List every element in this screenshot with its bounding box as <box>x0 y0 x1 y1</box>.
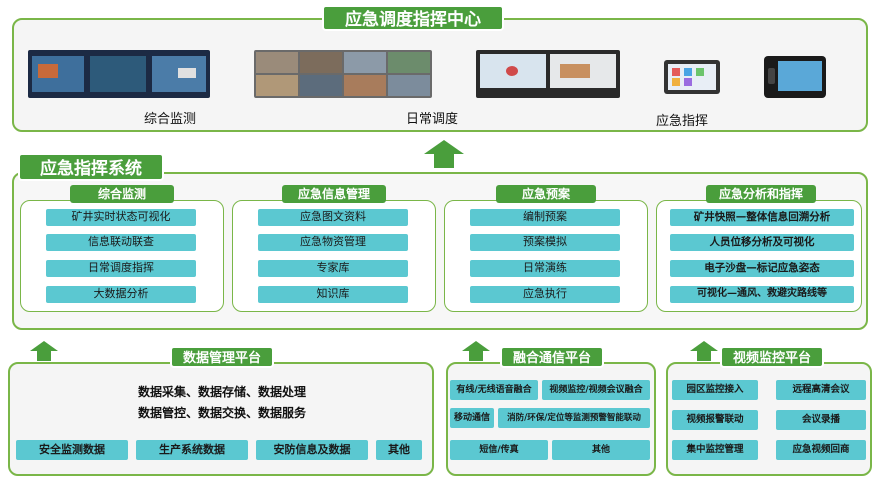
group-title-emergency-plan: 应急预案 <box>496 185 596 203</box>
data-platform-title: 数据管理平台 <box>170 346 274 368</box>
item-voice-fusion: 有线/无线语音融合 <box>450 380 538 400</box>
item-electronic-sandbox: 电子沙盘—标记应急姿态 <box>670 260 854 277</box>
comm-platform-title: 融合通信平台 <box>500 346 604 368</box>
data-platform-line-2: 数据管控、数据交换、数据服务 <box>138 406 307 420</box>
item-linked-query: 信息联动联查 <box>46 234 196 251</box>
video-wall-screenshot-image <box>254 50 432 98</box>
item-visualization-routes: 可视化—通风、救避灾路线等 <box>670 286 854 303</box>
group-title-comprehensive-monitoring: 综合监测 <box>70 185 174 203</box>
item-big-data-analysis: 大数据分析 <box>46 286 196 303</box>
item-plan-simulation: 预案模拟 <box>470 234 620 251</box>
item-mine-status-visualization: 矿井实时状态可视化 <box>46 209 196 226</box>
item-remote-hd-meeting: 远程高清会议 <box>776 380 866 400</box>
item-emergency-supplies: 应急物资管理 <box>258 234 408 251</box>
monitoring-screenshot-image <box>28 50 210 98</box>
video-platform-title: 视频监控平台 <box>720 346 824 368</box>
item-sms-fax: 短信/传真 <box>450 440 548 460</box>
item-emergency-video: 应急视频回商 <box>776 440 866 460</box>
item-smart-linkage: 消防/环保/定位等监测预警智能联动 <box>498 408 650 428</box>
item-production-data: 生产系统数据 <box>136 440 248 460</box>
item-emergency-execution: 应急执行 <box>470 286 620 303</box>
item-other-comm: 其他 <box>552 440 650 460</box>
item-safety-monitoring-data: 安全监测数据 <box>16 440 128 460</box>
item-central-monitoring: 集中监控管理 <box>672 440 758 460</box>
center-label-monitoring: 综合监测 <box>144 112 197 127</box>
item-expert-database: 专家库 <box>258 260 408 277</box>
video-terminal-image <box>764 56 826 98</box>
up-arrow-icon <box>30 341 58 361</box>
up-arrow-icon <box>462 341 490 361</box>
item-security-data: 安防信息及数据 <box>256 440 368 460</box>
emergency-system-title: 应急指挥系统 <box>18 153 164 181</box>
group-title-emergency-info-management: 应急信息管理 <box>282 185 386 203</box>
command-center-title: 应急调度指挥中心 <box>322 5 504 31</box>
center-label-command: 应急指挥 <box>656 114 709 129</box>
up-arrow-icon <box>424 140 464 168</box>
item-video-fusion: 视频监控/视频会议融合 <box>542 380 650 400</box>
tablet-device-image <box>664 60 720 94</box>
dispatch-screens-image <box>476 50 620 98</box>
item-mobile-comm: 移动通信 <box>450 408 494 428</box>
item-personnel-movement: 人员位移分析及可视化 <box>670 234 854 251</box>
center-label-dispatch: 日常调度 <box>406 112 459 127</box>
item-video-alarm-linkage: 视频报警联动 <box>672 410 758 430</box>
item-other-data: 其他 <box>376 440 422 460</box>
item-park-monitoring: 园区监控接入 <box>672 380 758 400</box>
item-daily-dispatch: 日常调度指挥 <box>46 260 196 277</box>
item-plan-compile: 编制预案 <box>470 209 620 226</box>
item-daily-drill: 日常演练 <box>470 260 620 277</box>
group-title-emergency-analysis-command: 应急分析和指挥 <box>706 185 816 203</box>
item-mine-snapshot: 矿井快照—整体信息回溯分析 <box>670 209 854 226</box>
item-emergency-documents: 应急图文资料 <box>258 209 408 226</box>
item-meeting-recording: 会议录播 <box>776 410 866 430</box>
up-arrow-icon <box>690 341 718 361</box>
item-knowledge-base: 知识库 <box>258 286 408 303</box>
data-platform-line-1: 数据采集、数据存储、数据处理 <box>138 385 307 399</box>
